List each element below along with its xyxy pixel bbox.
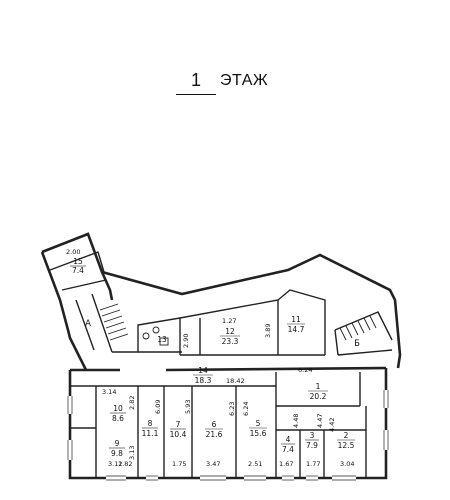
dim-1-82: 1.82 (118, 460, 132, 468)
room-6-number: 6 (212, 420, 217, 429)
floor-number: 1 (190, 70, 201, 90)
dim-1-77: 1.77 (306, 460, 320, 468)
room-6-area: 21.6 (206, 430, 223, 439)
room-12-area: 23.3 (222, 337, 239, 346)
room-1-number: 1 (316, 382, 321, 391)
windows (68, 390, 388, 480)
room-3-number: 3 (310, 431, 315, 440)
dim-6-24: 6.24 (298, 366, 312, 374)
dim-2-51: 2.51 (248, 460, 262, 468)
room-11-number: 11 (291, 315, 301, 324)
room-12-number: 12 (225, 327, 235, 336)
floor-title: 1 ЭТАЖ (0, 70, 450, 100)
room-8-area: 11.1 (142, 429, 159, 438)
room-10-number: 10 (113, 404, 123, 413)
dim-6-23: 6.23 (228, 402, 236, 416)
room-7-number: 7 (176, 420, 181, 429)
dim-3-12: 3.12 (108, 460, 122, 468)
dim-3-14: 3.14 (102, 388, 116, 396)
room-13-number: 13 (157, 335, 167, 344)
inner-walls (49, 251, 393, 478)
dim-3-13: 3.13 (128, 446, 136, 460)
floor-label: ЭТАЖ (220, 72, 269, 89)
dim-6-09: 6.09 (154, 400, 162, 414)
label-b: Б (354, 339, 360, 349)
room-1-area: 20.2 (310, 392, 327, 401)
room-10-area: 8.6 (112, 414, 124, 423)
dim-4-48: 4.48 (292, 414, 300, 428)
dim-1-75: 1.75 (172, 460, 186, 468)
dim-2-00: 2.00 (66, 248, 80, 256)
room-4-number: 4 (286, 435, 291, 444)
room-2-number: 2 (344, 431, 349, 440)
room-7-area: 10.4 (170, 430, 187, 439)
window-lines (67, 390, 389, 481)
dim-4-42: 4.42 (328, 418, 336, 432)
dim-6-24b: 6.24 (242, 402, 250, 416)
room-14-area: 18.3 (195, 376, 212, 385)
label-a: А (85, 319, 91, 329)
room-2-area: 12.5 (338, 441, 355, 450)
room-15-area: 7.4 (72, 266, 84, 275)
dim-1-67: 1.67 (279, 460, 293, 468)
fixtures (142, 326, 169, 346)
room-4-area: 7.4 (282, 445, 294, 454)
room-14-number: 14 (198, 366, 208, 375)
dim-3-04: 3.04 (340, 460, 354, 468)
outer-walls (40, 232, 402, 480)
room-15-number: 15 (73, 257, 83, 266)
dim-2-82: 2.82 (128, 396, 136, 410)
room-3-area: 7.9 (306, 441, 318, 450)
dim-1-27: 1.27 (222, 317, 236, 325)
room-5-area: 15.6 (250, 429, 267, 438)
dim-3-89: 3.89 (264, 324, 272, 338)
dim-4-47: 4.47 (316, 414, 324, 428)
room-labels: 15 7.4 12 23.3 11 14.7 13 14 18.3 1 20.2… (70, 257, 360, 458)
room-11-area: 14.7 (288, 325, 305, 334)
room-5-number: 5 (256, 419, 261, 428)
dim-5-93: 5.93 (184, 400, 192, 414)
room-9-area: 9.8 (111, 449, 123, 458)
dim-2-90: 2.90 (182, 334, 190, 348)
dimension-labels: 2.00 1.27 3.89 2.90 6.24 18.42 3.14 2.82… (66, 248, 354, 468)
dim-3-47: 3.47 (206, 460, 220, 468)
room-8-number: 8 (148, 419, 153, 428)
floor-number-underline (176, 94, 216, 95)
room-9-number: 9 (115, 439, 120, 448)
dim-18-42: 18.42 (226, 377, 245, 385)
